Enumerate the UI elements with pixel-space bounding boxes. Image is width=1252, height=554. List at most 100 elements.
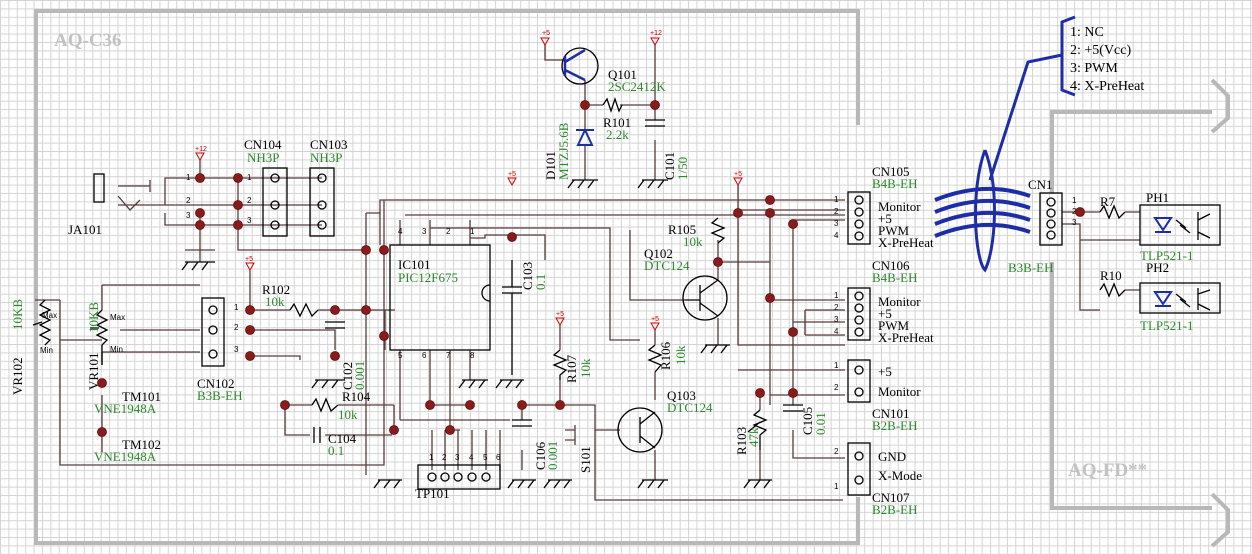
d101-val: MTZJ5.6B <box>556 122 571 180</box>
cn105-pin-1: 1 <box>834 195 839 204</box>
d101-symbol <box>576 127 594 146</box>
tp-pin-4: 4 <box>469 453 474 462</box>
ph1-val: TLP521-1 <box>1140 248 1193 263</box>
cn102-pin-1: 1 <box>234 303 239 312</box>
ic101-ref: IC101 <box>398 257 431 272</box>
ic-pin-8: 8 <box>470 351 475 360</box>
pwr-label-5e: +5 <box>556 311 564 318</box>
c105-ref: C105 <box>800 407 815 435</box>
c104-val: 0.1 <box>328 443 344 458</box>
cn105-pin-3: 3 <box>834 219 839 228</box>
vr101-val: 10KB <box>86 302 101 333</box>
pwr-label-12b: +12 <box>650 30 662 37</box>
r107-symbol <box>552 349 568 380</box>
cn102-pins <box>208 305 218 359</box>
cn106-monitor: Monitor <box>878 294 921 309</box>
r102-symbol <box>289 302 319 318</box>
r104-symbol <box>311 397 339 413</box>
r106-symbol <box>647 344 663 373</box>
ph1-ref: PH1 <box>1146 190 1169 205</box>
cn106-ref: CN106 <box>872 258 910 273</box>
cable-bundle <box>934 149 1031 273</box>
d101-ref: D101 <box>543 151 558 180</box>
cn106-pin-3: 3 <box>834 315 839 324</box>
cn101-val: B2B-EH <box>872 418 918 433</box>
r7-ref: R7 <box>1100 194 1116 209</box>
tp-pin-2: 2 <box>442 453 447 462</box>
ic-pin-6: 6 <box>422 351 427 360</box>
cn101-pins <box>854 365 864 397</box>
tm102-val: VNE1948A <box>94 449 157 464</box>
legend-line-3: 3: PWM <box>1070 61 1118 76</box>
r101-ref: R101 <box>603 115 631 130</box>
ph2-led <box>1153 291 1173 307</box>
r105-symbol <box>710 217 726 244</box>
q101-val: 2SC2412K <box>608 79 666 94</box>
legend-pointer <box>988 53 1063 181</box>
pwr-label-5d: +5 <box>734 171 742 178</box>
cn1-ref: CN1 <box>1028 177 1053 192</box>
cn101-pin-1: 1 <box>834 361 839 370</box>
ic-pin-4: 4 <box>398 227 403 236</box>
q103-val: DTC124 <box>667 400 713 415</box>
ph2-photo <box>1175 288 1211 311</box>
cn107-symbol <box>847 442 871 496</box>
cn107-xmode: X-Mode <box>878 468 922 483</box>
cn106-plus5: +5 <box>878 306 892 321</box>
c101-val: 1/50 <box>675 157 690 180</box>
r104-val: 10k <box>338 407 358 422</box>
pwr-label-5c: +5 <box>542 30 550 37</box>
cn1-val: B3B-EH <box>1008 260 1054 275</box>
cn106-val: B4B-EH <box>872 270 918 285</box>
tp-pin-6: 6 <box>496 453 501 462</box>
cn104-103-pins <box>270 173 327 230</box>
fd-board-outline <box>1050 78 1230 548</box>
s101-ref: S101 <box>578 446 593 473</box>
cn102-pin-3: 3 <box>234 345 239 354</box>
ph1-led <box>1153 217 1173 233</box>
cn1-symbol <box>1039 192 1063 246</box>
cn107-pins <box>854 451 864 485</box>
c106-val: 0.001 <box>545 441 560 470</box>
c103-symbol <box>502 260 522 375</box>
r102-ref: R102 <box>262 282 290 297</box>
fd-board-label: AQ-FD** <box>1068 460 1147 481</box>
c104-symbol <box>313 427 321 443</box>
cn106-pins <box>854 291 864 337</box>
tm101-val: VNE1948A <box>94 401 157 416</box>
cn107-pin-2: 2 <box>834 447 839 456</box>
c106-ref: C106 <box>533 441 548 470</box>
q101-ref: Q101 <box>608 67 637 82</box>
c105-val: 0.01 <box>813 412 828 435</box>
cn105-xpreheat: X-PreHeat <box>878 235 934 250</box>
ic-pin-7: 7 <box>446 351 451 360</box>
c101-ref: C101 <box>662 152 677 180</box>
tm102-ref: TM102 <box>122 437 161 452</box>
wires <box>35 45 1140 501</box>
cn107-ref: CN107 <box>872 490 910 505</box>
cn1-pin-2: 2 <box>1072 207 1077 216</box>
ph1-photo <box>1175 212 1211 240</box>
cn101-plus5: +5 <box>878 364 892 379</box>
main-board-outline <box>34 9 860 545</box>
cn106-pin-1: 1 <box>834 291 839 300</box>
r101-val: 2.2k <box>606 127 629 142</box>
tm101-ref: TM101 <box>122 389 161 404</box>
cn105-pin-2: 2 <box>834 207 839 216</box>
cn104-val: NH3P <box>247 150 280 165</box>
q101-base <box>563 48 586 82</box>
legend-line-1: 1: NC <box>1070 25 1104 40</box>
main-board-label: AQ-C36 <box>54 30 122 51</box>
c105-symbol <box>783 404 803 412</box>
cn106-pin-4: 4 <box>834 327 839 336</box>
vr102-min: Min <box>40 346 53 355</box>
cn107-val: B2B-EH <box>872 502 918 517</box>
tp101-ref: TP101 <box>415 486 450 501</box>
cn103-val: NH3P <box>310 150 343 165</box>
r104-ref: R104 <box>342 389 371 404</box>
junction-dots <box>97 100 1085 437</box>
ja101-jack-symbol <box>93 173 105 203</box>
cn104-ref: CN104 <box>244 137 282 152</box>
